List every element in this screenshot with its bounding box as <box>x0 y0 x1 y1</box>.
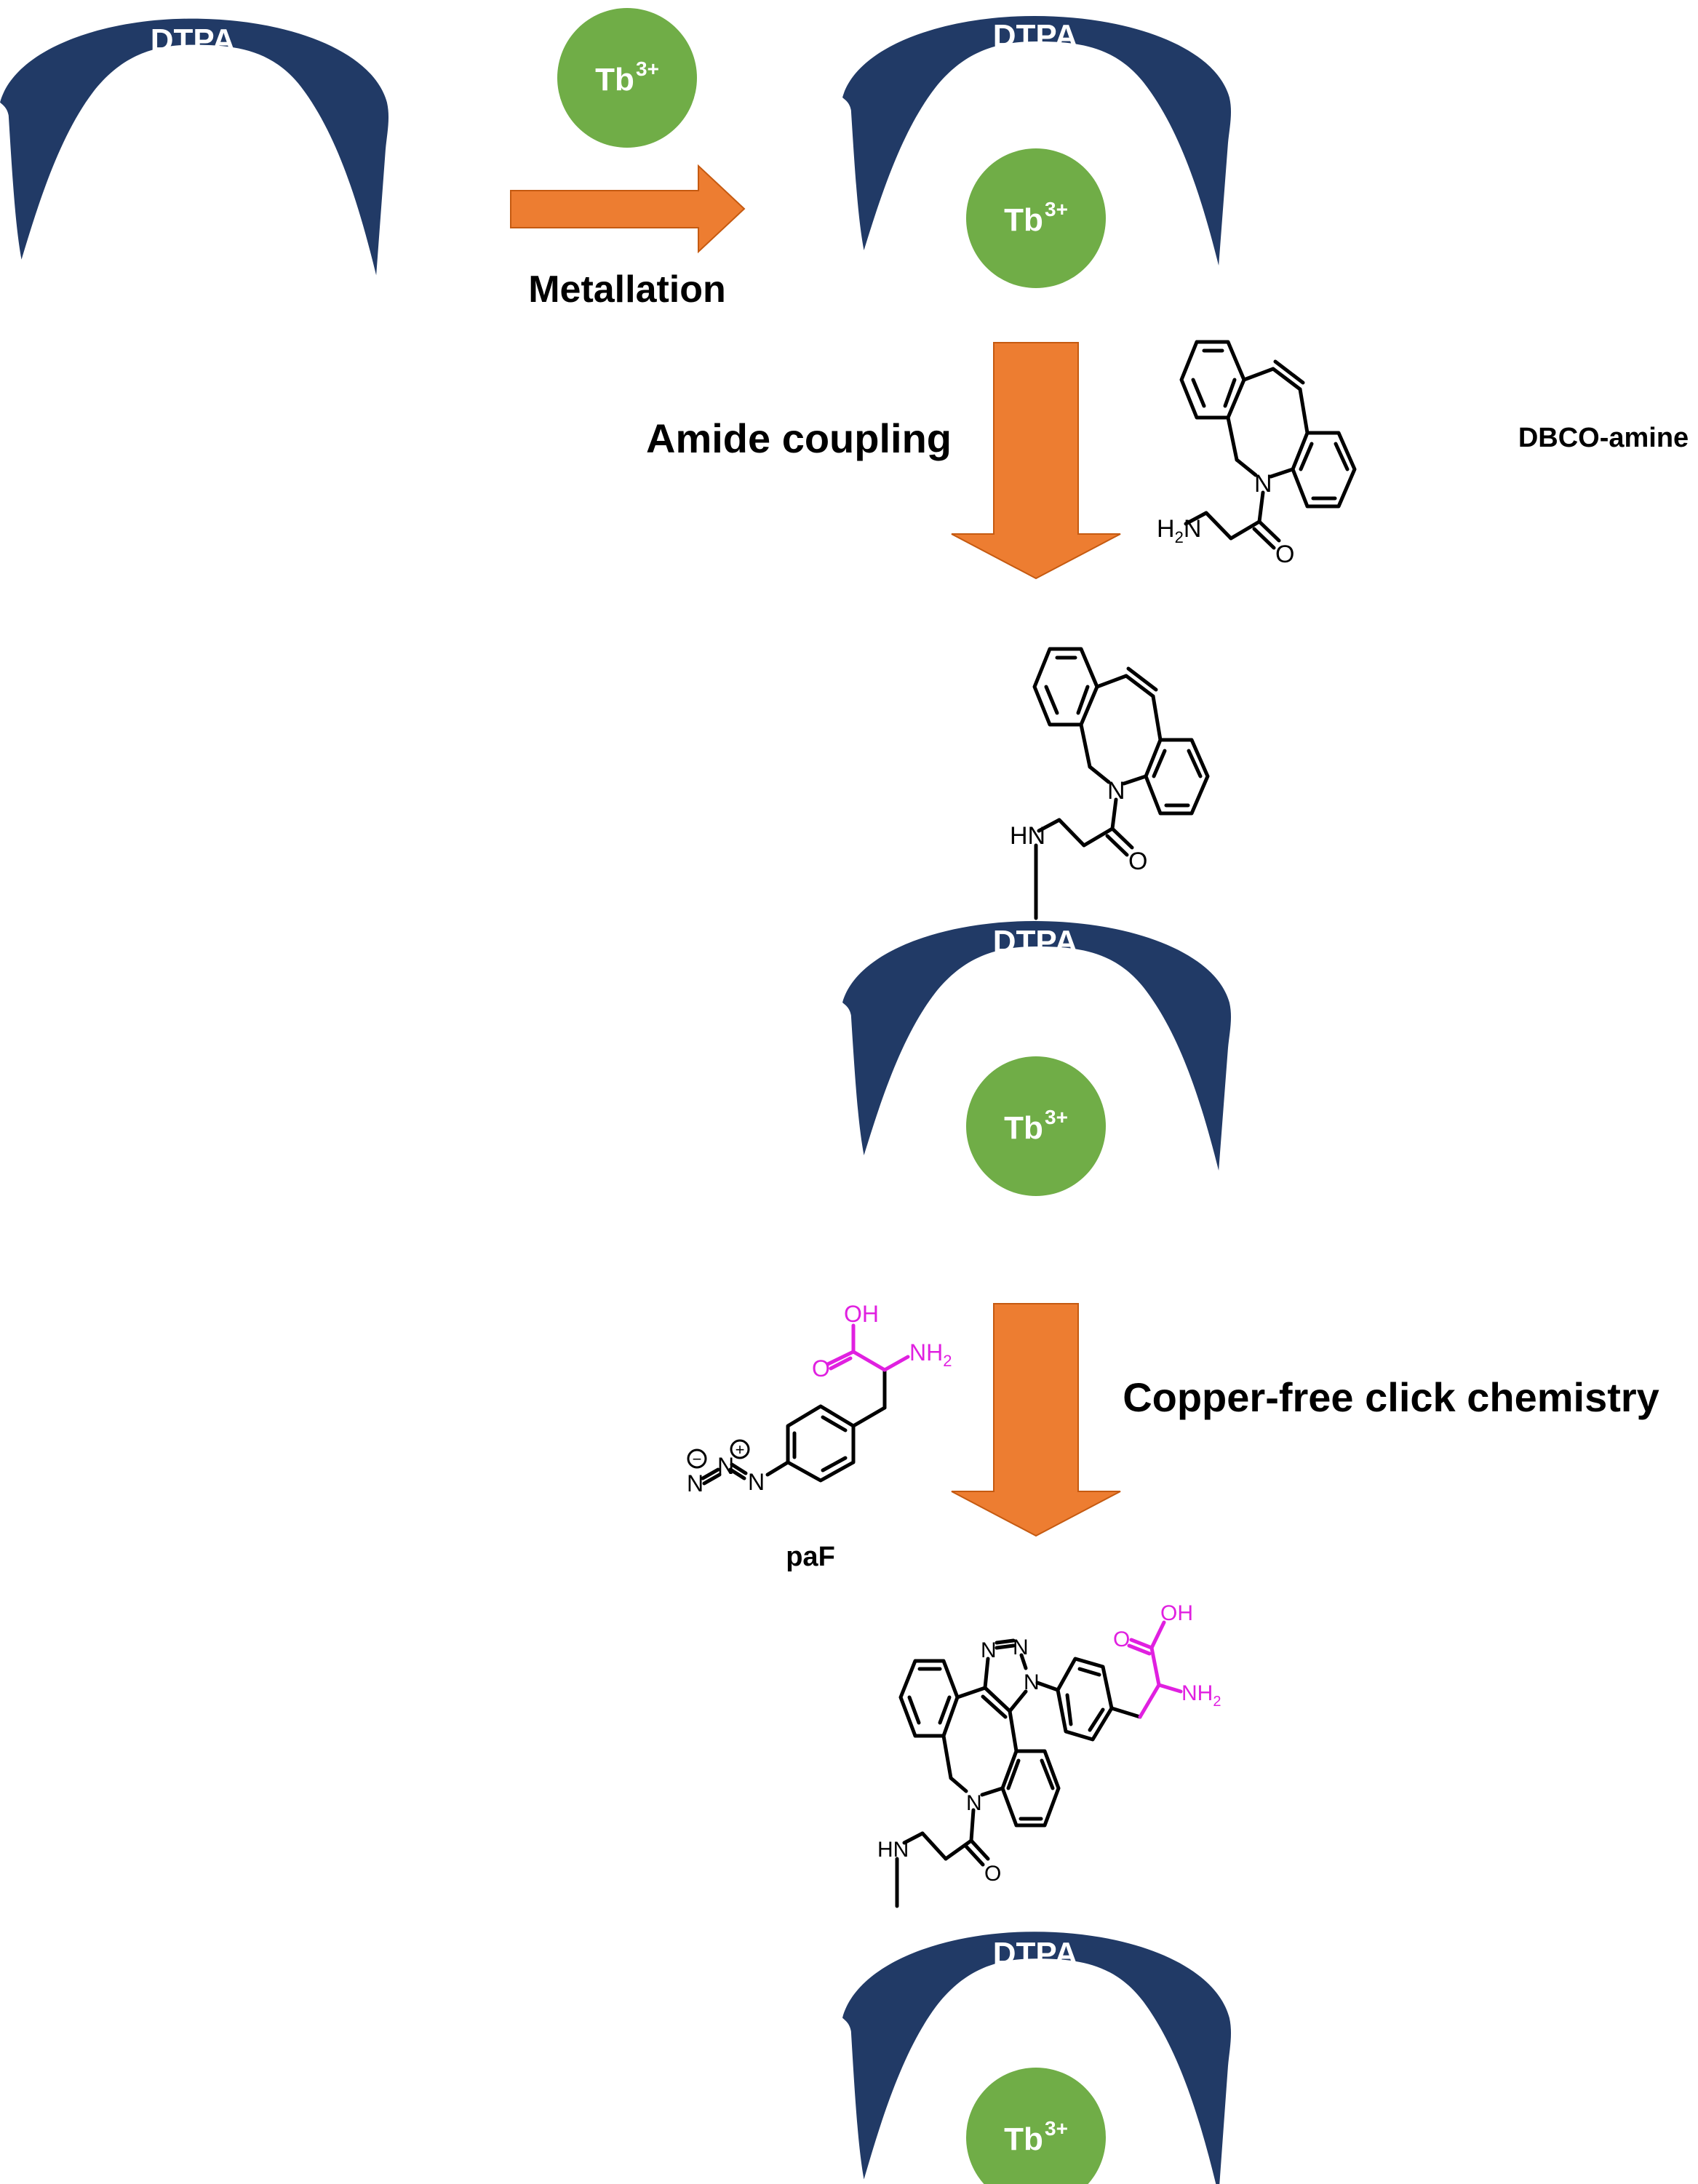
atom-o: O <box>1275 541 1294 568</box>
click-chemistry-arrow <box>951 1303 1121 1537</box>
atom-o-amide: O <box>984 1862 1001 1886</box>
atom-n1: N <box>687 1470 703 1496</box>
atom-n-triazole-3: N <box>1024 1670 1040 1694</box>
tb-charge: 3+ <box>1045 198 1068 220</box>
step-label-click-chemistry: Copper-free click chemistry <box>1123 1374 1659 1420</box>
tb-symbol: Tb <box>1004 202 1043 238</box>
amide-coupling-arrow <box>951 342 1121 580</box>
atom-o: O <box>1113 1627 1130 1651</box>
atom-n2: N <box>717 1453 734 1479</box>
atom-nh2: H2N <box>1157 515 1201 546</box>
dbco-amine-structure: N O H2N <box>1157 340 1357 568</box>
dtpa-label: DTPA <box>993 1936 1078 1972</box>
tb-ion-bound: Tb 3+ <box>966 1056 1106 1196</box>
tb-ion-circle <box>557 8 697 148</box>
tb-symbol: Tb <box>1004 1110 1043 1146</box>
atom-hn: HN <box>1010 822 1045 850</box>
atom-hn: HN <box>877 1838 909 1862</box>
tb-symbol: Tb <box>1004 2121 1043 2157</box>
tb-charge: 3+ <box>1045 1106 1068 1128</box>
atom-n-triazole-2: N <box>1013 1635 1029 1659</box>
tb-charge: 3+ <box>636 57 659 80</box>
plus-charge-icon <box>730 1439 750 1459</box>
tb-ion-circle <box>966 2068 1106 2184</box>
dtpa-label: DTPA <box>151 23 236 58</box>
atom-n3: N <box>748 1469 765 1495</box>
tb-ion-free: Tb 3+ <box>557 8 697 148</box>
atom-nh2: NH2 <box>1181 1681 1221 1710</box>
dtpa-label: DTPA <box>993 924 1078 960</box>
tb-ion-bound: Tb 3+ <box>966 148 1106 288</box>
dtpa-label: DTPA <box>993 18 1078 54</box>
step-label-amide-coupling: Amide coupling <box>646 415 952 461</box>
metallation-arrow <box>510 164 746 254</box>
tb-ion-bound: Tb 3+ <box>966 2068 1106 2184</box>
atom-n: N <box>1254 470 1272 498</box>
atom-n-triazole-1: N <box>981 1638 997 1662</box>
tb-ion-circle <box>966 1056 1106 1196</box>
plus-sign: + <box>736 1440 745 1459</box>
atom-o: O <box>812 1355 830 1382</box>
click-product-structure: N N N N O HN OH O NH2 <box>877 1601 1221 1908</box>
atom-oh: OH <box>1160 1601 1193 1625</box>
reagent-label-paf: paF <box>786 1542 835 1572</box>
reagent-label-dbco-amine: DBCO-amine <box>1518 423 1689 453</box>
atom-n-amide: N <box>966 1791 982 1815</box>
atom-nh2: NH2 <box>909 1339 952 1370</box>
minus-sign: − <box>693 1450 702 1468</box>
dbco-conjugate-structure: N O HN <box>1010 647 1210 920</box>
atom-o: O <box>1128 848 1147 875</box>
atom-oh: OH <box>844 1301 879 1327</box>
minus-charge-icon <box>687 1448 707 1469</box>
step-label-metallation: Metallation <box>528 268 726 311</box>
tb-ion-circle <box>966 148 1106 288</box>
atom-n: N <box>1107 777 1125 805</box>
tb-symbol: Tb <box>595 62 634 97</box>
paf-structure: OH O NH2 N N N + − <box>687 1301 952 1496</box>
tb-charge: 3+ <box>1045 2117 1068 2140</box>
